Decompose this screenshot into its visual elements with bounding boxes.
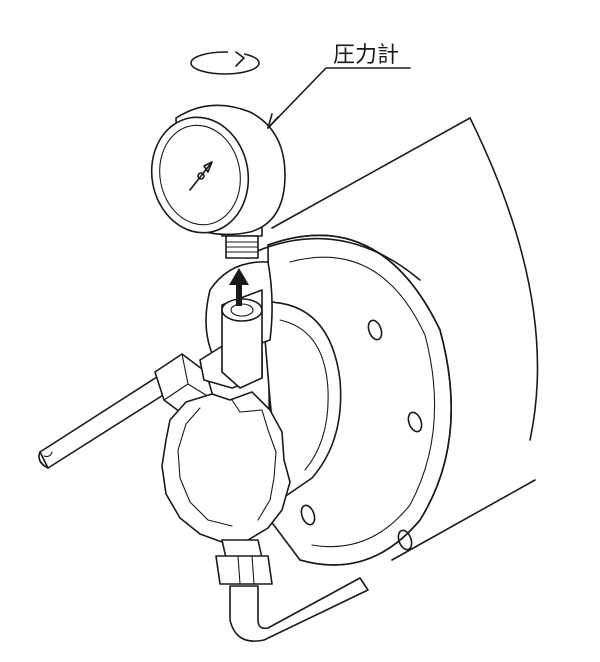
filter-housing <box>161 391 291 543</box>
bottom-fitting <box>215 539 369 642</box>
hose <box>38 374 169 469</box>
rotate-arrow-icon <box>190 50 260 75</box>
pressure-gauge-label: 圧力計 <box>333 42 399 67</box>
pressure-gauge <box>150 104 286 259</box>
callout-leader <box>267 67 411 129</box>
vessel-body <box>271 117 539 561</box>
tee-fitting <box>199 289 263 389</box>
up-arrow-icon <box>229 268 249 306</box>
